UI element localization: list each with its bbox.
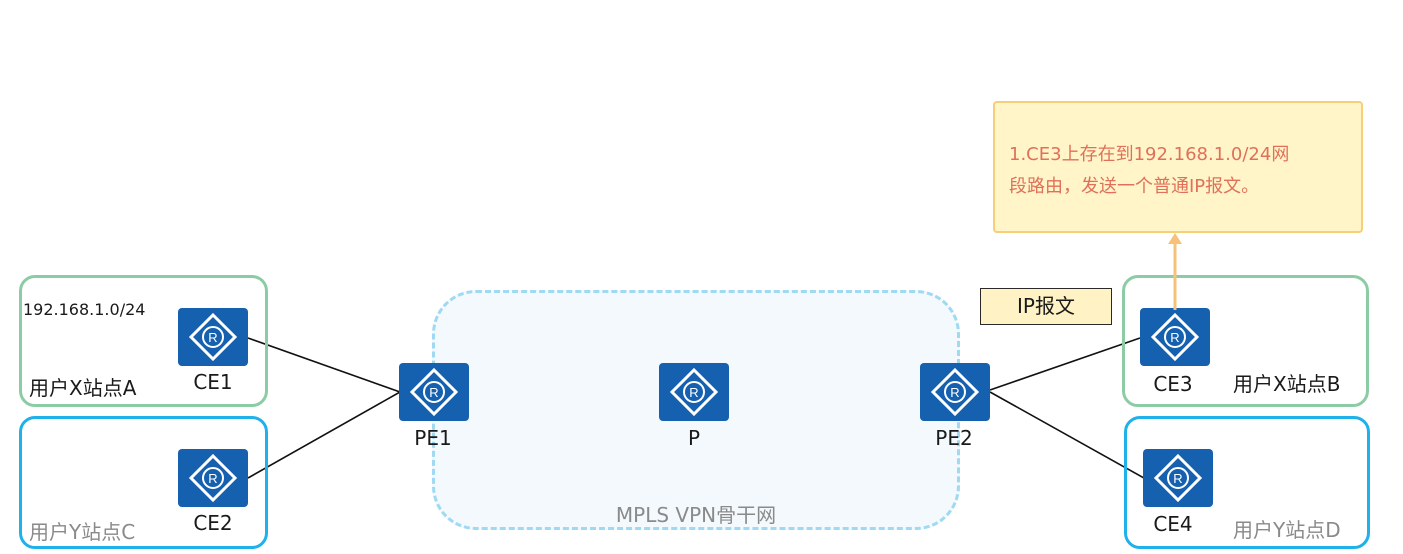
subnet-label: 192.168.1.0/24 [23, 300, 146, 319]
callout-line-1: 1.CE3上存在到192.168.1.0/24网 [1009, 144, 1290, 165]
svg-text:R: R [208, 330, 217, 345]
link-ce1-pe1 [247, 337, 401, 393]
router-r-icon: R [1140, 308, 1210, 366]
site-label-d: 用户Y站点D [1233, 518, 1341, 542]
svg-text:R: R [1173, 471, 1182, 486]
svg-text:R: R [208, 471, 217, 486]
svg-text:R: R [1170, 330, 1179, 345]
router-r-icon: R [659, 363, 729, 421]
site-label-a: 用户X站点A [29, 376, 137, 400]
node-label-ce1: CE1 [193, 370, 233, 394]
site-b-box [1122, 275, 1369, 407]
link-pe2-ce4 [989, 391, 1145, 479]
arrow-up-icon [1168, 233, 1182, 310]
site-a-box [19, 275, 268, 407]
router-r-icon: R [1143, 449, 1213, 507]
backbone-label: MPLS VPN骨干网 [615, 503, 777, 527]
router-r-icon: R [920, 363, 990, 421]
node-label-ce3: CE3 [1153, 372, 1193, 396]
link-pe2-ce3 [989, 337, 1141, 391]
site-label-b: 用户X站点B [1233, 372, 1341, 396]
svg-text:R: R [689, 385, 698, 400]
node-label-ce4: CE4 [1153, 512, 1193, 536]
svg-text:R: R [950, 385, 959, 400]
site-c-box [19, 416, 268, 549]
svg-text:R: R [429, 385, 438, 400]
callout-line-2: 段路由，发送一个普通IP报文。 [1009, 176, 1260, 197]
node-label-pe1: PE1 [414, 426, 452, 450]
node-label-ce2: CE2 [193, 511, 233, 535]
node-label-pe2: PE2 [935, 426, 973, 450]
step-callout: 1.CE3上存在到192.168.1.0/24网 段路由，发送一个普通IP报文。 [993, 101, 1363, 233]
router-r-icon: R [178, 449, 248, 507]
router-r-icon: R [178, 308, 248, 366]
ip-packet-tag: IP报文 [980, 288, 1112, 325]
site-label-c: 用户Y站点C [29, 520, 136, 544]
node-label-p: P [687, 426, 701, 450]
site-d-box [1124, 416, 1370, 549]
link-ce2-pe1 [247, 391, 401, 479]
router-r-icon: R [399, 363, 469, 421]
